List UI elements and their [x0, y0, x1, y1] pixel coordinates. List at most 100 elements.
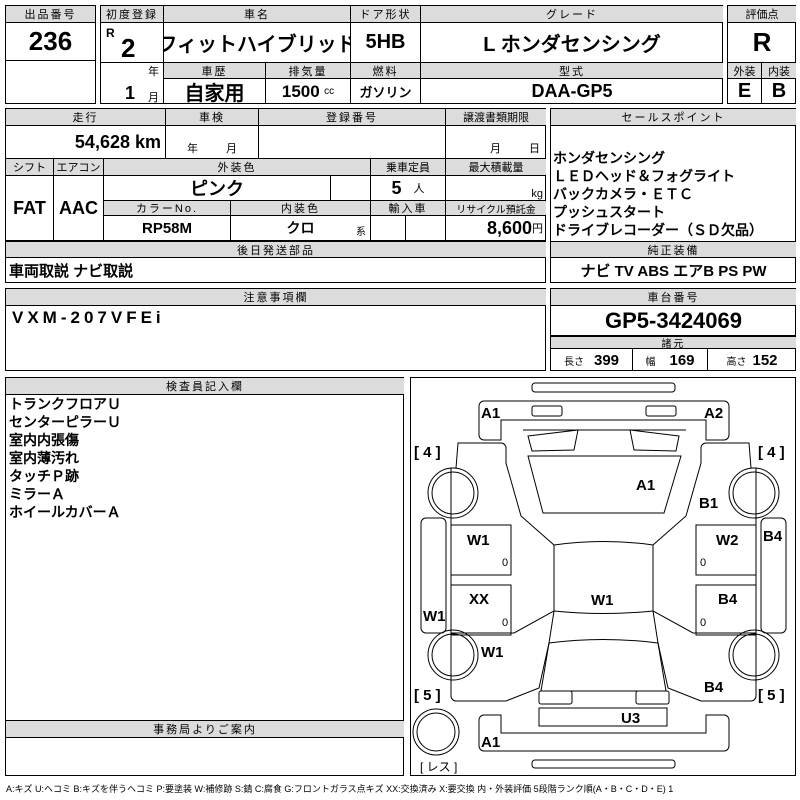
door-fr — [695, 524, 757, 576]
notes-label: 注意事項欄 — [6, 289, 546, 306]
ext-score-label: 外装 — [728, 63, 762, 79]
reg-year: 2 — [121, 33, 136, 63]
headlight-right — [645, 405, 677, 417]
headlight-left — [531, 405, 563, 417]
trunk — [540, 639, 667, 692]
front-bumper — [478, 400, 730, 441]
capacity: 5 — [391, 177, 402, 198]
label-front-bumper-l: A1 — [481, 405, 500, 422]
model-label: 型式 — [421, 63, 723, 79]
front-grille — [523, 429, 686, 452]
inspector-note: 室内薄汚れ — [9, 450, 79, 466]
chassis-number: GP5-3424069 — [551, 306, 796, 336]
legend: A:キズ U:ヘコミ B:キズを伴うヘコミ P:要塗装 W:補修跡 S:錆 C:… — [6, 784, 674, 794]
later-parts-label: 後日発送部品 — [6, 241, 546, 258]
length: 399 — [593, 351, 620, 369]
inspector-notes: トランクフロアＵ センターピラーＵ 室内内張傷 室内薄汚れ タッチＰ跡 ミラーＡ… — [9, 395, 121, 521]
label-door-fr: W2 — [716, 532, 739, 549]
import-cell-b — [406, 216, 446, 241]
inspector-note: ミラーＡ — [9, 486, 65, 502]
sales-point: バックカメラ・ＥＴＣ — [553, 186, 693, 202]
reg-no — [259, 126, 446, 159]
chassis-label: 車台番号 — [551, 289, 796, 306]
label-rear-panel: U3 — [621, 710, 640, 727]
shift-label: シフト — [6, 159, 54, 176]
lot-label: 出品番号 — [6, 6, 96, 23]
transfer-label: 譲渡書類期限 — [446, 109, 546, 126]
shaken-year-unit: 年 — [187, 143, 198, 155]
shaken-month-unit: 月 — [226, 143, 237, 155]
first-reg-label: 初度登録 — [101, 6, 164, 23]
fuel: ガソリン — [351, 79, 421, 104]
import-cell-a — [371, 216, 406, 241]
capacity-unit: 人 — [413, 183, 425, 195]
width: 169 — [669, 351, 695, 369]
zero-mark: 0 — [700, 557, 706, 569]
recycle-label: リサイクル預託金 — [446, 201, 546, 216]
right-rear-quarter — [652, 610, 757, 702]
lot-box: 出品番号 236 — [5, 5, 96, 104]
reg-no-label: 登録番号 — [259, 109, 446, 126]
int-color: クロ — [286, 220, 315, 236]
front-bar — [531, 382, 676, 393]
car-name-label: 車名 — [164, 6, 351, 23]
displacement-unit: cc — [324, 86, 335, 97]
max-load-label: 最大積載量 — [446, 159, 546, 176]
recycle-unit: 円 — [532, 223, 543, 235]
fuel-label: 燃料 — [351, 63, 421, 79]
label-door-rl: XX — [469, 591, 489, 608]
era: R — [106, 26, 115, 40]
label-tire-fr: [ 4 ] — [758, 444, 785, 461]
zero-mark: 0 — [502, 557, 508, 569]
displacement: 1500 — [281, 81, 320, 101]
damage-diagram: A1 A2 [ 4 ] [ 4 ] A1 B1 W1 W2 B4 XX B4 W… — [410, 377, 796, 776]
inspector-box: 検査員記入欄 トランクフロアＵ センターピラーＵ 室内内張傷 室内薄汚れ タッチ… — [5, 377, 404, 721]
label-fender-rr: B4 — [704, 679, 724, 696]
inspector-note: タッチＰ跡 — [9, 468, 79, 484]
reg-month: 1 — [125, 83, 136, 103]
door-label: ドア形状 — [351, 6, 421, 23]
label-fender-fr: B1 — [699, 495, 718, 512]
zero-mark: 0 — [502, 617, 508, 629]
first-reg-cell: R 2 年 1 月 — [101, 23, 164, 104]
overall-score: R — [728, 23, 796, 63]
ext-color-label: 外装色 — [104, 159, 371, 176]
shaken-label: 車検 — [166, 109, 259, 126]
door-type: 5HB — [351, 23, 421, 63]
car-name: フィットハイブリッド — [164, 23, 351, 63]
recycle-fee: 8,600 — [486, 217, 532, 238]
rear-panel — [538, 707, 668, 727]
color-no: RP58M — [104, 216, 231, 241]
transfer-cell: 月日 — [446, 126, 546, 159]
equipment-label: 純正装備 — [551, 241, 796, 258]
notes-box: 注意事項欄 VXM-207VFEi — [5, 288, 546, 371]
inspector-note: 室内内張傷 — [9, 432, 79, 448]
year-unit: 年 — [148, 66, 159, 78]
label-door-rr: B4 — [718, 591, 738, 608]
zero-mark: 0 — [700, 617, 706, 629]
mileage-label: 走行 — [6, 109, 166, 126]
ext-color: ピンク — [104, 176, 331, 201]
specs-label: 諸元 — [551, 336, 796, 349]
label-spare: [ レス ] — [420, 760, 457, 774]
left-rear-quarter — [450, 610, 555, 702]
label-tire-rl: [ 5 ] — [414, 687, 441, 704]
inspector-label: 検査員記入欄 — [6, 378, 404, 395]
shift: FAT — [6, 176, 54, 241]
label-fender-rl: W1 — [481, 644, 504, 661]
import-label: 輸入車 — [371, 201, 446, 216]
int-score: B — [771, 80, 787, 102]
grade: L ホンダセンシング — [421, 23, 723, 63]
label-tire-rr: [ 5 ] — [758, 687, 785, 704]
transfer-day-unit: 日 — [529, 143, 540, 155]
office-box: 事務局よりご案内 — [5, 720, 404, 776]
history-label: 車歴 — [164, 63, 266, 79]
color-no-label: カラーNo. — [104, 201, 231, 216]
height: 152 — [752, 351, 778, 369]
mileage: 54,628 km — [6, 126, 166, 159]
